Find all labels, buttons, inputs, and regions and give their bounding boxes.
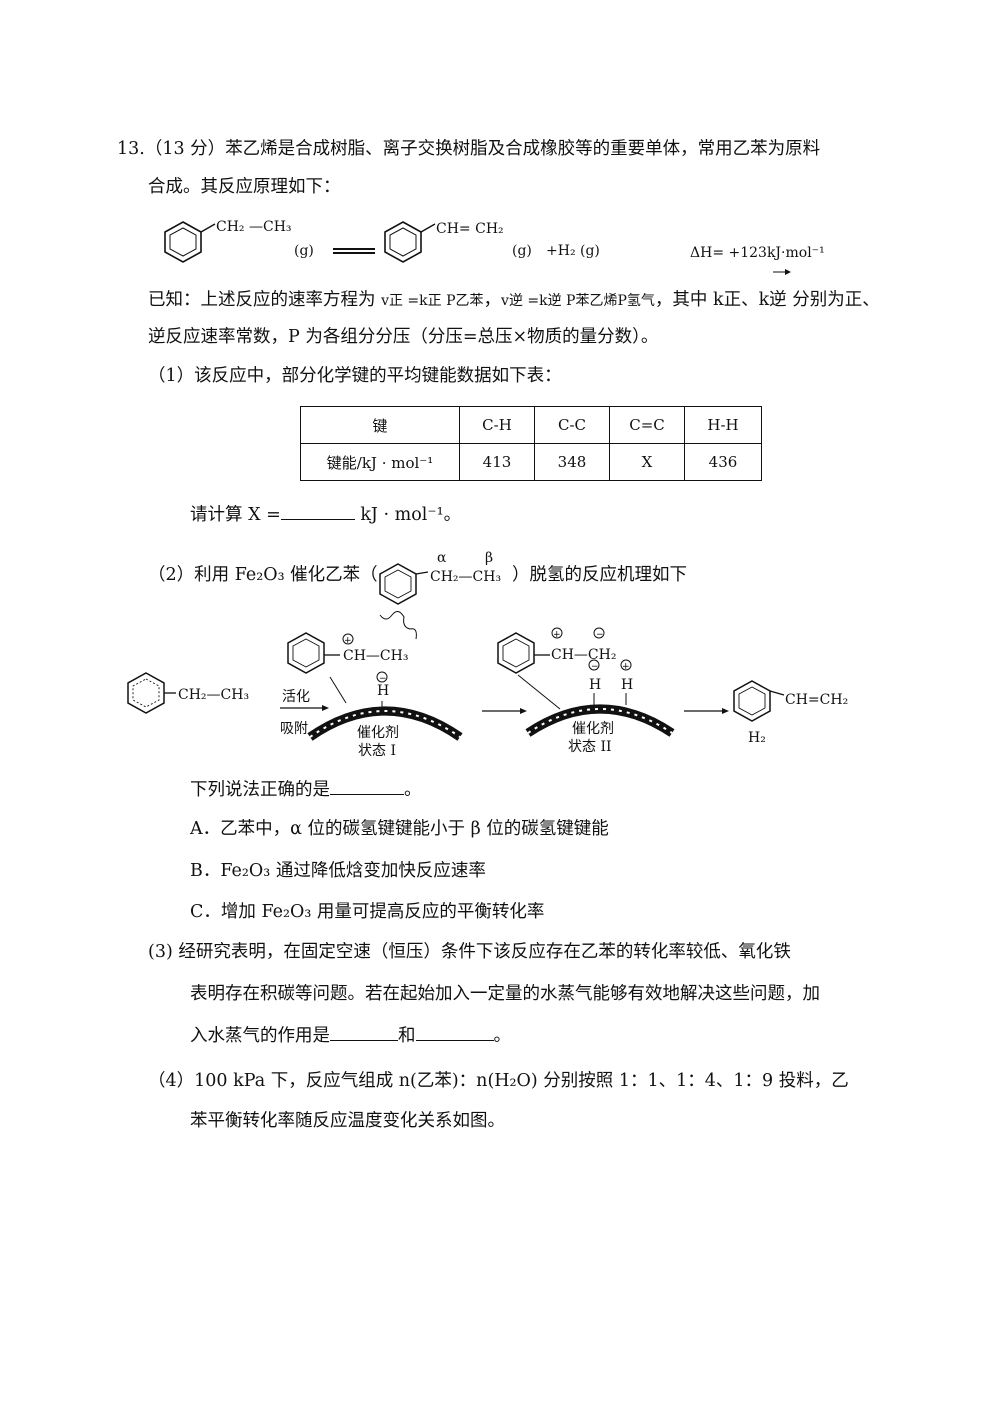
answer-blank[interactable] [415,1024,494,1041]
part4-line-2: 苯平衡转化率随反应温度变化关系如图。 [190,1111,505,1131]
mech-state2-label: 状态 II [568,739,612,755]
part2-question: 下列说法正确的是。 [190,778,422,800]
question-number: 13. [117,139,145,159]
mech-arrow-bottom: 吸附 [280,721,308,737]
table-row-label: 键能/kJ · mol⁻¹ [300,443,460,481]
intro-line-1: 苯乙烯是合成树脂、离子交换树脂及合成橡胶等的重要单体，常用乙苯为原料 [225,139,821,159]
question-score: （13 分） [144,139,226,159]
svg-text:+: + [344,636,352,646]
mech-arrow-top: 活化 [282,689,310,705]
ethylbenzene-ring-icon [379,563,429,605]
benzene-ring-icon [384,221,422,263]
mech-product-h2: H₂ [748,730,766,746]
svg-text:−: − [596,630,604,640]
mech-state1-label: 状态 I [358,743,396,759]
mech-state2-h2: H [621,677,634,693]
rate-forward: v正 =k正 P乙苯 [381,293,484,309]
struct-chain: CH₂—CH₃ [430,569,502,585]
mech-start-chain: CH₂—CH₃ [178,687,250,703]
h2-term: +H₂ (g) [546,243,600,259]
reactant-state: (g) [294,243,314,259]
table-cell: 413 [459,443,535,481]
rate-reverse: v逆 =k逆 P苯乙烯P氢气 [501,293,655,309]
table-header: 键 [300,406,460,444]
mech-state2-chain: CH—CH₂ [551,647,617,663]
mechanism-diagram: + − + − − + [127,611,785,741]
mech-state2-h1: H [589,677,602,693]
benzene-ring-icon [733,680,771,722]
table-header-row: 键 C-H C-C C=C H-H [300,406,762,444]
table-cell: X [609,443,685,481]
svg-text:−: − [379,674,387,684]
table-header: C-C [534,406,610,444]
product-chain: CH= CH₂ [436,221,504,237]
table-cell: 348 [534,443,610,481]
product-state: (g) [512,243,532,259]
svg-text:+: + [553,630,561,640]
part4-line-1: （4）100 kPa 下，反应气组成 n(乙苯)：n(H₂O) 分别按照 1：1… [148,1071,849,1091]
part2-text-prefix: （2）利用 Fe₂O₃ 催化乙苯（ [148,565,378,585]
table-row: 键能/kJ · mol⁻¹ 413 348 X 436 [300,443,762,481]
intro-line-2: 合成。其反应原理如下： [148,177,341,197]
svg-text:−: − [591,662,599,672]
svg-text:+: + [622,662,630,672]
benzene-ring-icon [287,632,325,674]
part3-line-1: (3) 经研究表明，在固定空速（恒压）条件下该反应存在乙苯的转化率较低、氧化铁 [148,942,791,962]
bond-energy-table: 键 C-H C-C C=C H-H 键能/kJ · mol⁻¹ 413 348 … [300,406,762,481]
beta-label: β [485,550,494,566]
benzene-ring-icon [127,672,165,714]
mech-state1-chain: CH—CH₃ [343,648,409,664]
part1-text: （1）该反应中，部分化学键的平均键能数据如下表： [148,366,562,386]
table-header: C=C [609,406,685,444]
answer-blank[interactable] [280,503,355,520]
answer-blank[interactable] [330,778,404,795]
table-header: H-H [684,406,762,444]
answer-blank[interactable] [330,1024,398,1041]
mech-state1-h: H [377,683,390,699]
option-b: B．Fe₂O₃ 通过降低焓变加快反应速率 [190,861,486,881]
part1-ask: 请计算 X = kJ · mol⁻¹。 [190,503,462,525]
mech-catalyst-1: 催化剂 [357,725,399,741]
part2-text-suffix: ）脱氢的反应机理如下 [512,565,687,585]
mech-product-chain: CH=CH₂ [785,692,849,708]
alpha-label: α [437,550,447,566]
option-c: C．增加 Fe₂O₃ 用量可提高反应的平衡转化率 [190,902,545,922]
table-header: C-H [459,406,535,444]
reactant-chain: CH₂ —CH₃ [216,219,292,235]
benzene-ring-icon [497,632,535,674]
reaction-equation [164,221,791,275]
mech-catalyst-2: 催化剂 [572,721,614,737]
known-line-2: 逆反应速率常数，P 为各组分分压（分压=总压×物质的量分数）。 [148,327,659,347]
known-line-1: 已知：上述反应的速率方程为 v正 =k正 P乙苯，v逆 =k逆 P苯乙烯P氢气，… [148,290,880,310]
benzene-ring-icon [164,221,202,263]
part3-line-3: 入水蒸气的作用是和。 [190,1024,511,1046]
question-header: 13.（13 分）苯乙烯是合成树脂、离子交换树脂及合成橡胶等的重要单体，常用乙苯… [117,138,820,160]
table-cell: 436 [684,443,762,481]
part3-line-2: 表明存在积碳等问题。若在起始加入一定量的水蒸气能够有效地解决这些问题，加 [190,984,820,1004]
option-a: A．乙苯中，α 位的碳氢键键能小于 β 位的碳氢键键能 [190,819,609,839]
delta-h: ΔH= +123kJ·mol⁻¹ [690,245,825,261]
